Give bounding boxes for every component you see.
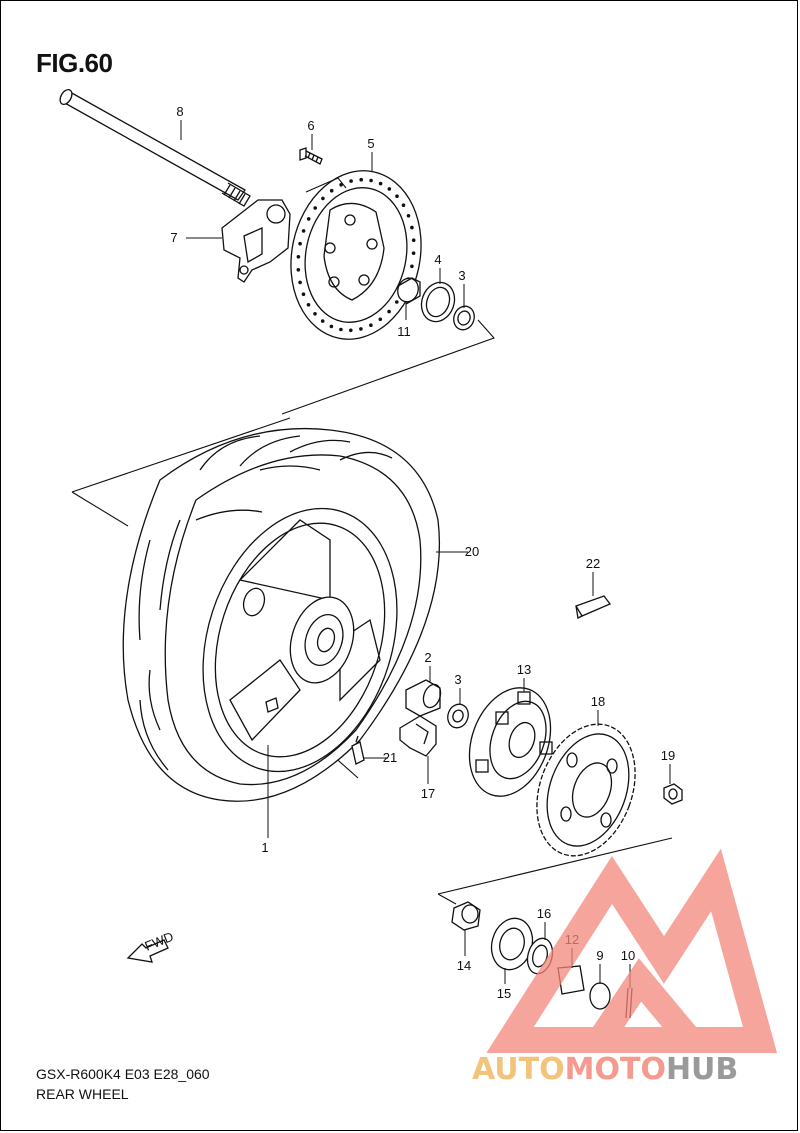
callout-part-18: 18 xyxy=(591,694,605,709)
callout-part-3: 3 xyxy=(458,268,465,283)
callout-part-7: 7 xyxy=(170,230,177,245)
callout-part-6: 6 xyxy=(307,118,314,133)
sprocket-nut-part xyxy=(663,783,683,805)
sprocket-drum-part xyxy=(468,687,553,797)
disc-hole xyxy=(369,323,373,328)
callout-part-2: 2 xyxy=(424,650,431,665)
disc-hole xyxy=(401,203,406,207)
sprocket-part xyxy=(536,723,636,857)
disc-hole xyxy=(410,264,414,269)
section-name: REAR WHEEL xyxy=(36,1086,129,1102)
disc-hole xyxy=(339,183,343,187)
balance-weight-part xyxy=(575,595,612,619)
disc-hole xyxy=(359,327,363,331)
forward-arrow-icon xyxy=(126,939,169,963)
disc-hole xyxy=(395,194,399,198)
axle-part xyxy=(59,88,251,207)
disc-hole xyxy=(329,188,334,193)
disc-hole xyxy=(298,280,302,285)
callout-part-15: 15 xyxy=(497,986,511,1001)
disc-hole xyxy=(298,241,302,246)
callout-part-9: 9 xyxy=(596,948,603,963)
disc-hole xyxy=(313,206,318,210)
callout-part-4: 4 xyxy=(434,252,441,267)
callout-part-11: 11 xyxy=(397,324,411,339)
callout-part-8: 8 xyxy=(176,104,183,119)
callout-part-3: 3 xyxy=(454,672,461,687)
brake-disc-holes xyxy=(296,177,416,333)
disc-hole xyxy=(395,300,399,304)
disc-hole xyxy=(301,229,306,233)
watermark-word-auto: AUTO xyxy=(472,1052,565,1087)
figure-title: FIG.60 xyxy=(36,48,113,78)
disc-hole xyxy=(320,319,325,323)
disc-hole xyxy=(296,268,301,272)
callout-part-13: 13 xyxy=(517,662,531,677)
callout-part-1: 1 xyxy=(261,840,268,855)
callout-part-21: 21 xyxy=(383,750,397,765)
watermark-logo xyxy=(486,848,778,1053)
cush-damper-part xyxy=(399,715,437,757)
watermark-word-hub: HUB xyxy=(665,1052,739,1087)
callout-part-20: 20 xyxy=(465,544,479,559)
callout-part-5: 5 xyxy=(367,136,374,151)
disc-hole xyxy=(387,309,391,314)
disc-hole xyxy=(301,292,306,297)
disc-hole xyxy=(306,303,311,307)
callout-part-14: 14 xyxy=(457,958,471,973)
model-code: GSX-R600K4 E03 E28_060 xyxy=(36,1066,210,1082)
disc-hole xyxy=(321,196,325,201)
watermark-wordmark: AUTOMOTOHUB xyxy=(472,1052,738,1087)
disc-hole xyxy=(378,317,383,322)
watermark-word-moto: MOTO xyxy=(564,1052,666,1087)
rear-tire-part xyxy=(122,427,441,802)
callout-part-22: 22 xyxy=(586,556,600,571)
brake-disc-part xyxy=(290,170,422,340)
disc-hole xyxy=(349,179,353,183)
disc-hole xyxy=(359,177,364,182)
disc-hole xyxy=(410,225,414,230)
disc-hole xyxy=(349,328,353,333)
disc-hole xyxy=(387,187,392,191)
disc-hole xyxy=(411,251,416,255)
upper-spacer-group xyxy=(397,277,475,331)
disc-hole xyxy=(378,181,383,186)
caliper-bracket-part xyxy=(221,199,291,283)
disc-hole xyxy=(369,178,373,183)
bolt-part xyxy=(299,147,323,165)
disc-hole xyxy=(296,254,301,259)
callout-part-16: 16 xyxy=(537,906,551,921)
disc-hole xyxy=(329,324,334,329)
callout-part-17: 17 xyxy=(421,786,435,801)
disc-hole xyxy=(339,327,343,332)
rear-rim-part xyxy=(202,507,398,773)
valve-part xyxy=(351,735,365,765)
disc-hole xyxy=(406,214,411,218)
callout-part-10: 10 xyxy=(621,948,635,963)
hub-spacer-group xyxy=(405,679,469,729)
callout-part-19: 19 xyxy=(661,748,675,763)
disc-hole xyxy=(411,238,416,242)
disc-hole xyxy=(313,312,317,316)
disc-hole xyxy=(306,217,311,221)
